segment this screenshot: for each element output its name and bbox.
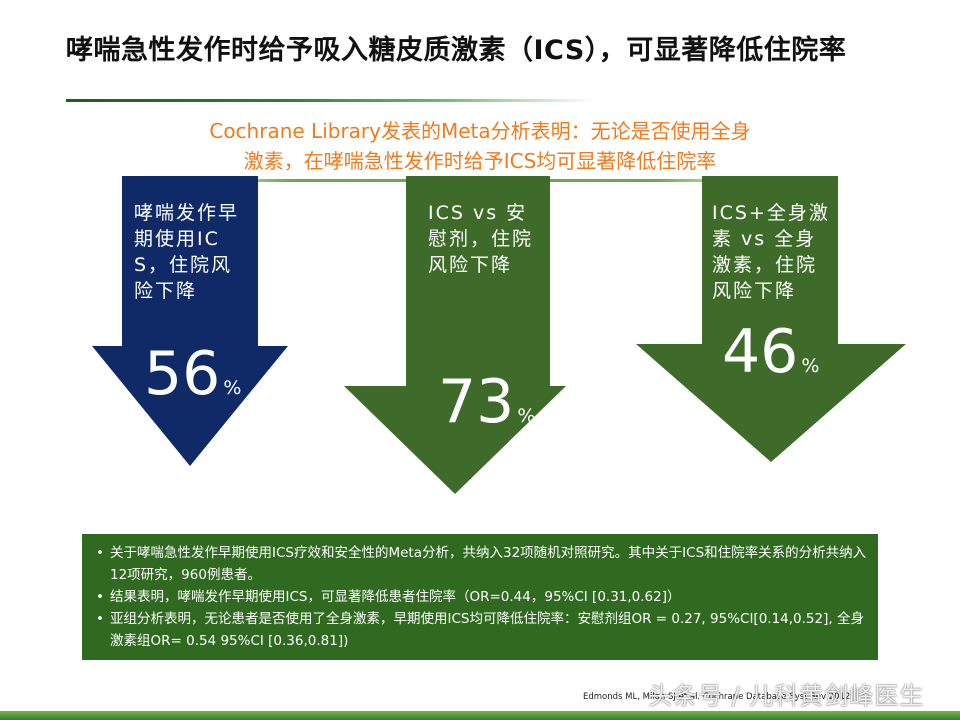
summary-list: 关于哮喘急性发作早期使用ICS疗效和安全性的Meta分析，共纳入32项随机对照研…	[96, 542, 868, 652]
summary-bullet-1: 关于哮喘急性发作早期使用ICS疗效和安全性的Meta分析，共纳入32项随机对照研…	[96, 542, 868, 586]
summary-bullet-2: 结果表明，哮喘发作早期使用ICS，可显著降低患者住院率（OR=0.44，95%C…	[96, 586, 868, 608]
arrow-1-number: 56	[144, 339, 221, 409]
arrow-1-value: 56%	[144, 344, 241, 418]
arrow-3-label: ICS+全身激素 vs 全身激素，住院风险下降	[712, 202, 830, 302]
down-arrow-shape-1	[92, 176, 288, 466]
arrow-1-label: 哮喘发作早期使用ICS，住院风险下降	[134, 202, 240, 302]
arrow-3-value: 46%	[722, 322, 819, 396]
summary-box: 关于哮喘急性发作早期使用ICS疗效和安全性的Meta分析，共纳入32项随机对照研…	[82, 534, 878, 660]
watermark: 头条号 / 儿科黄剑峰医生	[648, 682, 925, 710]
summary-bullet-3: 亚组分析表明，无论患者是否使用了全身激素，早期使用ICS均可降低住院率：安慰剂组…	[96, 608, 868, 652]
arrow-2-label: ICS vs 安慰剂，住院风险下降	[428, 202, 534, 276]
arrow-1-unit: %	[223, 377, 242, 399]
subtitle-line-2: 激素，在哮喘急性发作时给予ICS均可显著降低住院率	[243, 149, 717, 173]
down-arrow-shape-2	[344, 176, 566, 494]
arrow-early-ics: 哮喘发作早期使用ICS，住院风险下降 56%	[92, 176, 288, 466]
arrow-3-number: 46	[722, 317, 799, 387]
arrow-ics-vs-placebo: ICS vs 安慰剂，住院风险下降 73%	[344, 176, 566, 494]
subtitle: Cochrane Library发表的Meta分析表明：无论是否使用全身 激素，…	[120, 116, 840, 176]
down-arrow-shape-3	[636, 176, 906, 462]
arrow-2-unit: %	[517, 405, 536, 427]
slide-title: 哮喘急性发作时给予吸入糖皮质激素（ICS），可显著降低住院率	[66, 35, 847, 66]
subtitle-line-1: Cochrane Library发表的Meta分析表明：无论是否使用全身	[209, 119, 751, 143]
arrow-2-value: 73%	[438, 372, 535, 446]
citation: Edmonds ML, Milan SJ et al. Cochrane Dat…	[583, 692, 851, 702]
title-underline	[66, 99, 596, 102]
arrow-ics-plus-systemic: ICS+全身激素 vs 全身激素，住院风险下降 46%	[636, 176, 906, 462]
footer-bar	[0, 711, 960, 720]
arrow-3-unit: %	[801, 355, 820, 377]
arrow-2-number: 73	[438, 367, 515, 437]
